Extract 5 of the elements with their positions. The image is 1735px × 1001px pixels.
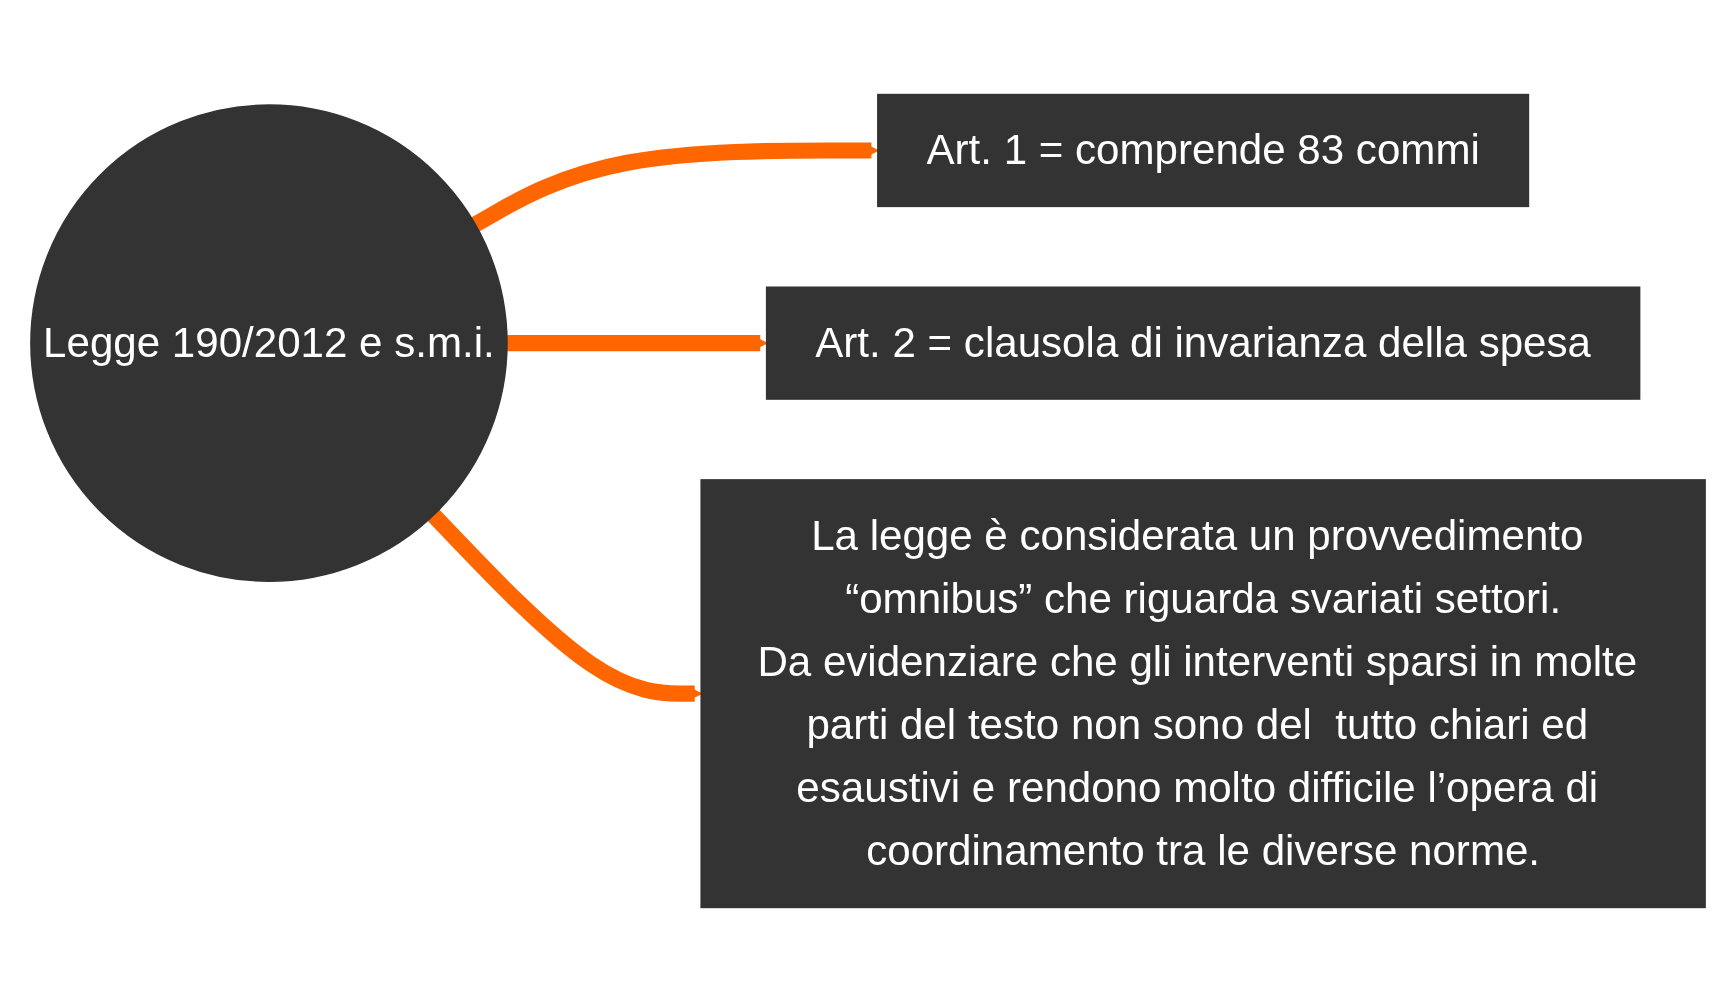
node-box: La legge è considerata un provvedimento “omnibus” che riguarda svariati settori. Da evidenziare che gli interventi sparsi in molte parti del testo non sono del tutto chiari ed esaustivi e rendono molto difficile l’opera di coordinamento tra le diverse norme. (699, 478, 1706, 908)
node-circle: Legge 190/2012 e s.m.i. (29, 103, 508, 582)
node-box: Art. 2 = clausola di invarianza della spesa (765, 285, 1640, 400)
node-box: Art. 1 = comprende 83 commi (876, 93, 1529, 207)
arrow (506, 334, 767, 351)
